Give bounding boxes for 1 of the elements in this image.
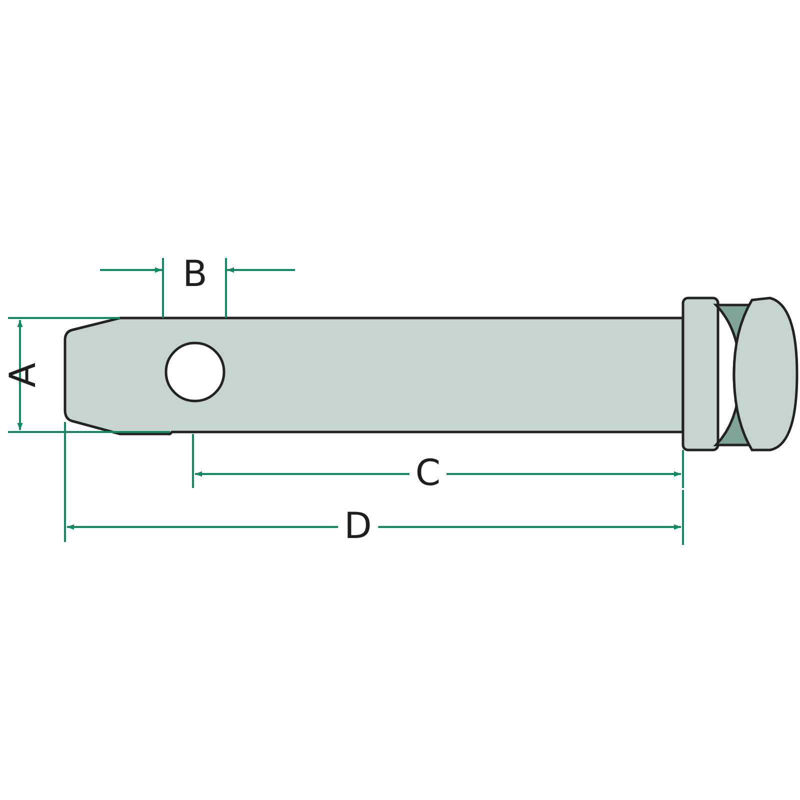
dimension-label: A (4, 362, 44, 390)
